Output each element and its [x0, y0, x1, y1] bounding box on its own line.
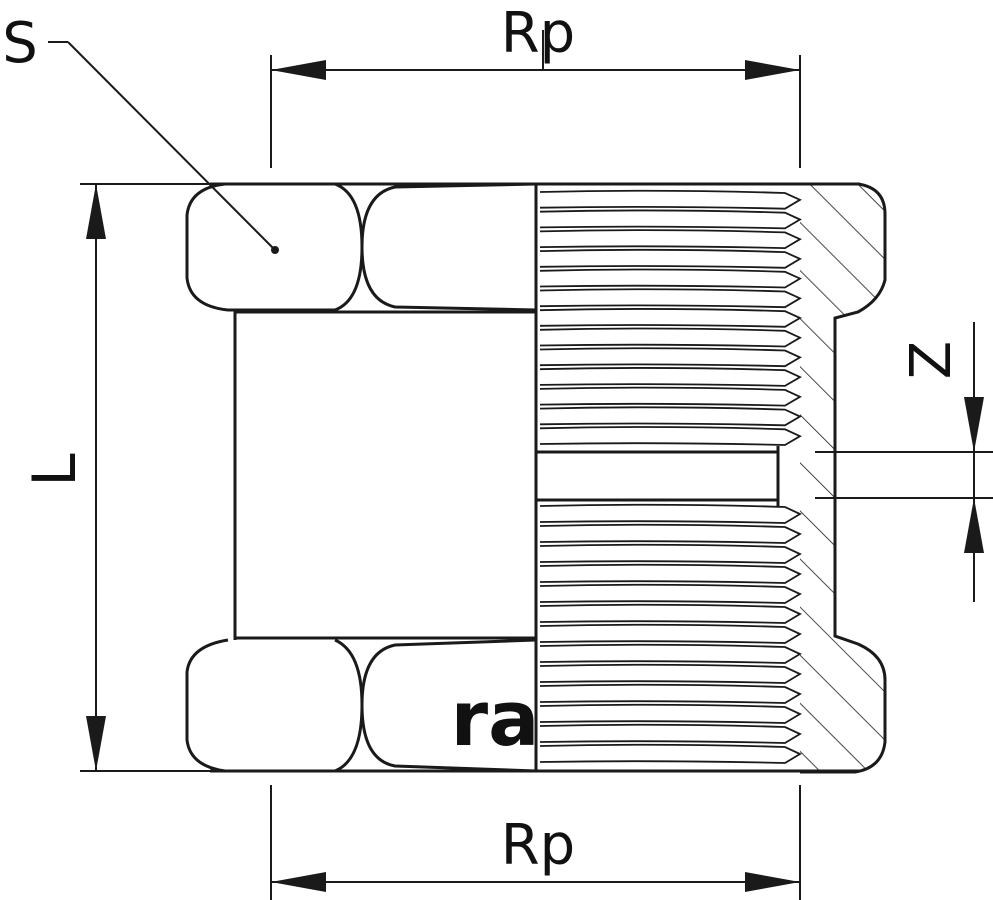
- thread-crest: [539, 308, 802, 328]
- thread-crest: [539, 189, 802, 210]
- thread-crest: [539, 683, 802, 704]
- dimension-z: [815, 322, 993, 602]
- label-rp-top: Rp: [501, 1, 575, 66]
- internal-thread-lower: [539, 503, 802, 764]
- dimension-l: [80, 183, 210, 772]
- thread-crest: [539, 523, 802, 544]
- leader-s-point: [271, 246, 279, 254]
- internal-thread-upper: [539, 189, 802, 446]
- thread-crest: [539, 209, 802, 230]
- thread-crest: [539, 288, 802, 309]
- leader-s: [48, 41, 276, 251]
- brand-mark: ra: [451, 674, 540, 763]
- thread-crest: [539, 367, 802, 387]
- thread-crest: [539, 623, 802, 644]
- thread-crest: [539, 386, 802, 407]
- label-rp-bottom: Rp: [501, 813, 575, 878]
- thread-crest: [539, 583, 802, 604]
- thread-crest: [539, 563, 802, 584]
- thread-crest: [539, 426, 802, 446]
- thread-crest: [539, 229, 802, 250]
- thread-crest: [539, 743, 802, 764]
- thread-crest: [539, 723, 802, 744]
- thread-crest: [539, 643, 802, 664]
- thread-crest: [539, 703, 802, 724]
- label-l: L: [20, 453, 90, 487]
- thread-crest: [539, 327, 802, 348]
- label-z: Z: [899, 341, 964, 379]
- dimension-rp-bottom: [270, 785, 801, 900]
- thread-crest: [539, 603, 802, 624]
- thread-crest: [539, 248, 802, 269]
- label-s: S: [2, 11, 38, 76]
- thread-crest: [539, 543, 802, 564]
- thread-crest: [539, 406, 802, 427]
- dimension-rp-top: [270, 30, 801, 168]
- thread-crest: [539, 663, 802, 684]
- section-hatching: [800, 184, 885, 772]
- thread-crest: [539, 347, 802, 368]
- thread-crest: [539, 268, 802, 289]
- thread-crest: [539, 503, 802, 524]
